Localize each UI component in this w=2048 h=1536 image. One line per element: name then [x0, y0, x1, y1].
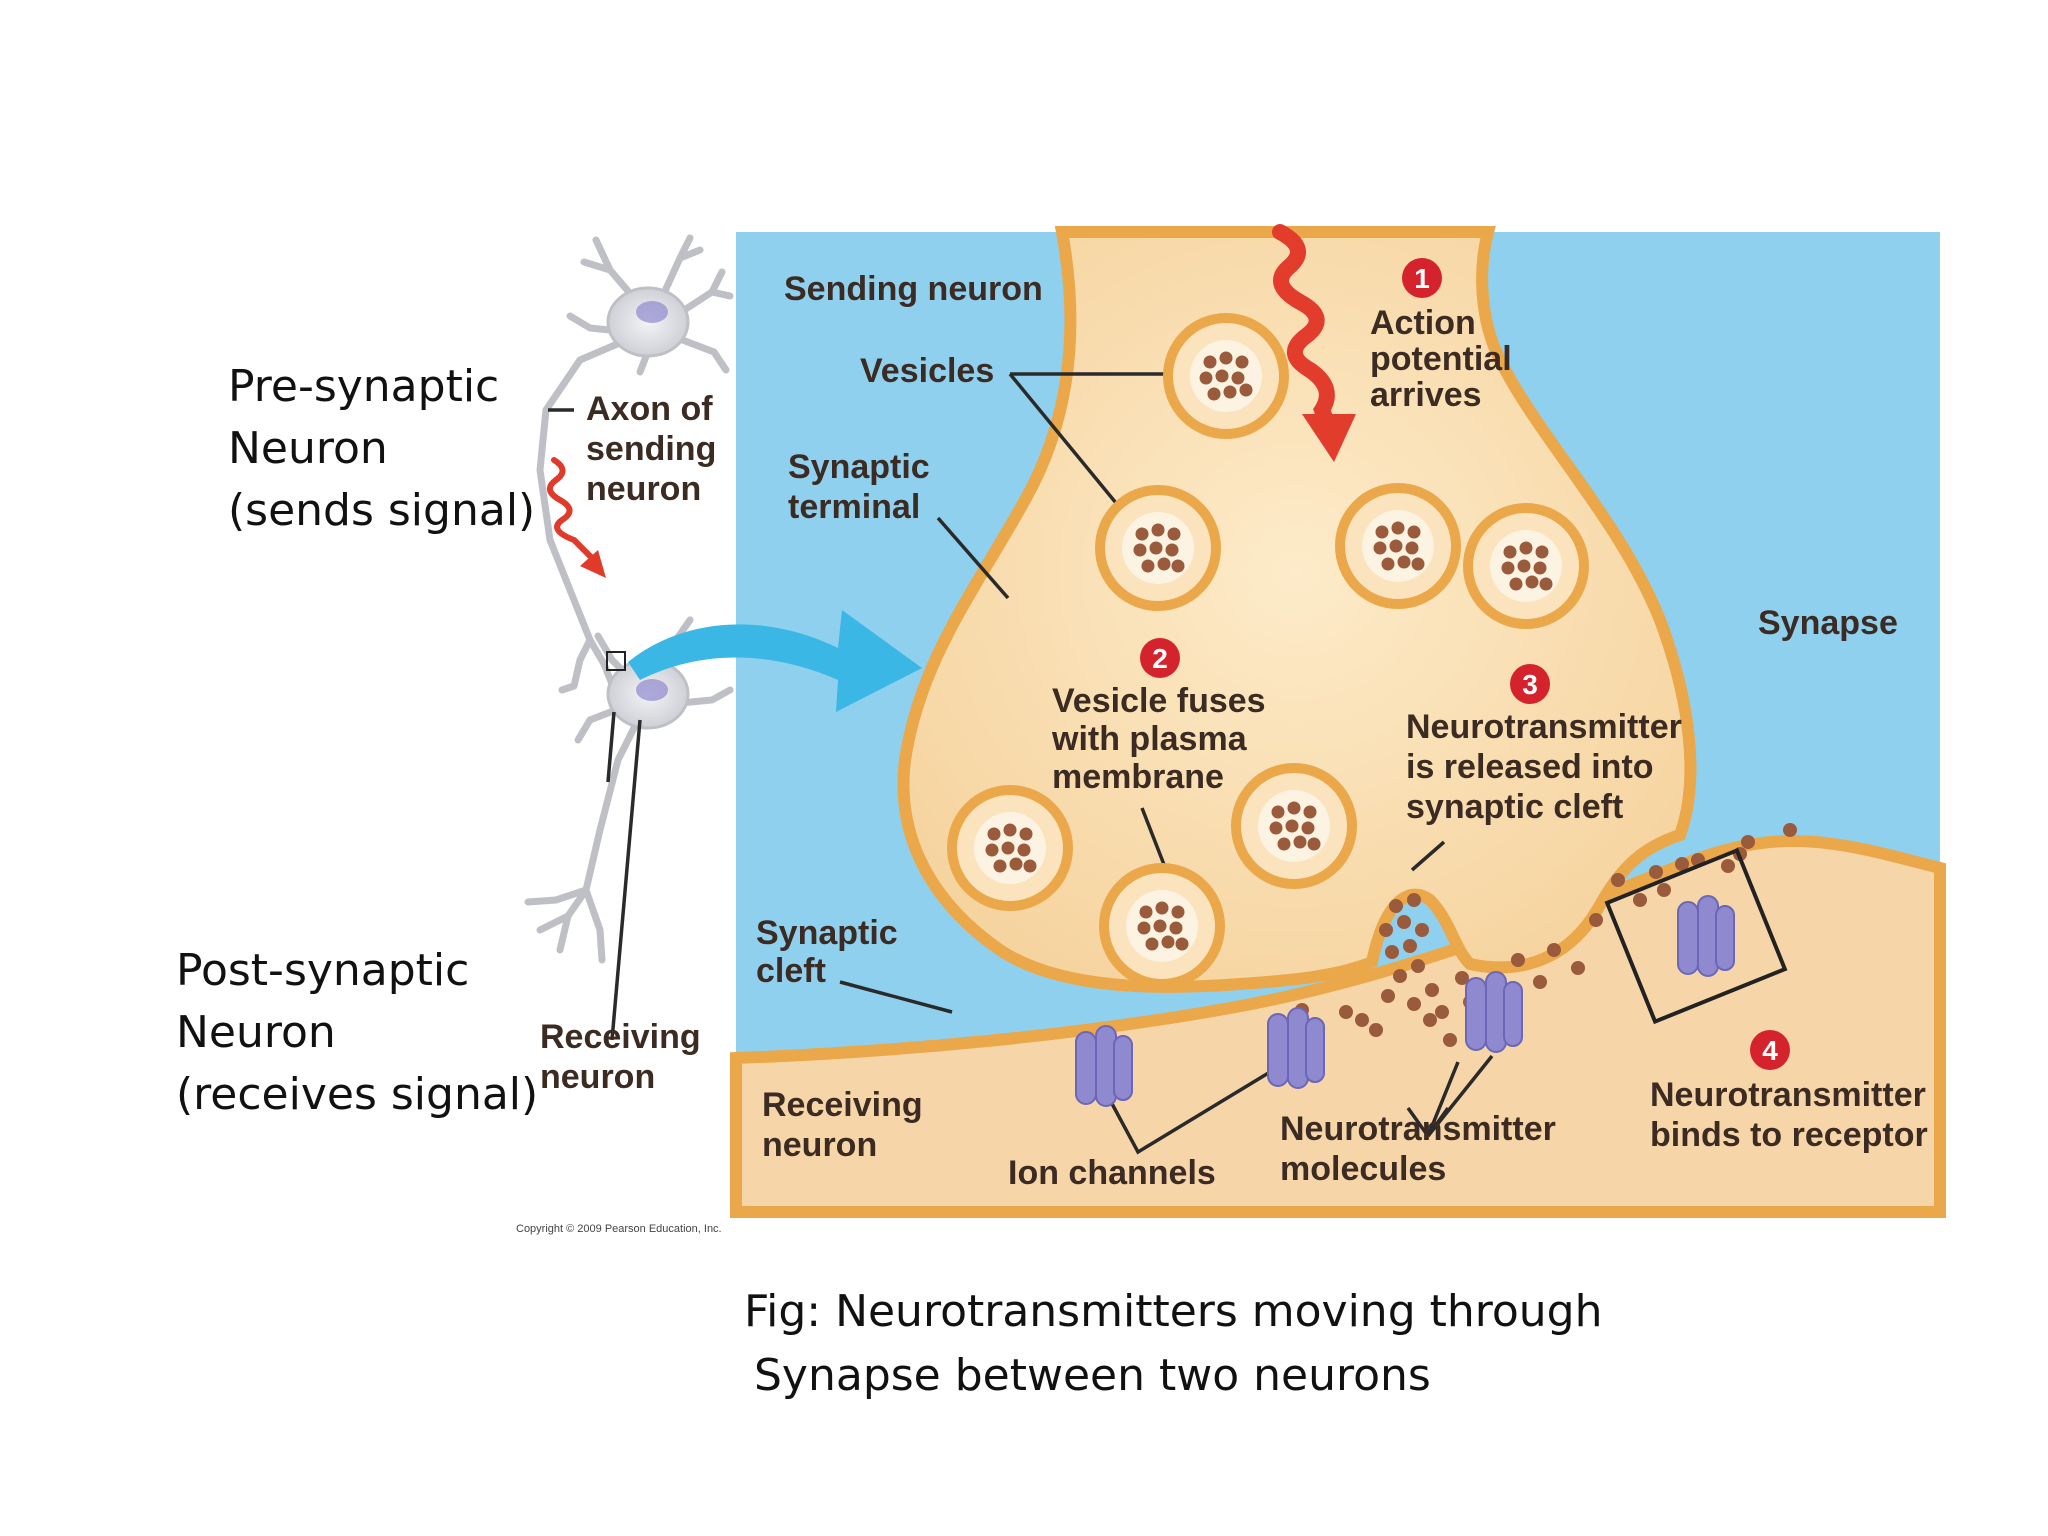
svg-text:3: 3	[1522, 669, 1538, 700]
label-step2-line1: Vesicle fuses	[1052, 682, 1266, 720]
label-synapse: Synapse	[1758, 604, 1898, 642]
step-3-marker: 3	[1510, 664, 1550, 704]
postsynaptic-label-line3: (receives signal)	[176, 1069, 539, 1120]
small-action-potential-arrow	[547, 457, 597, 563]
receptor-zoom-box	[1604, 847, 1788, 1025]
step-1-marker: 1	[1402, 258, 1442, 298]
postsynaptic-label-line2: Neuron	[176, 1007, 336, 1058]
svg-text:2: 2	[1152, 643, 1168, 674]
label-receiving-small-line2: neuron	[540, 1058, 655, 1096]
svg-text:1: 1	[1414, 263, 1430, 294]
label-axon-line1: Axon of	[586, 390, 713, 428]
postsynaptic-label-line1: Post-synaptic	[176, 945, 470, 996]
presynaptic-label-line2: Neuron	[228, 423, 388, 474]
presynaptic-label-line1: Pre-synaptic	[228, 361, 500, 412]
receptor-channels	[1075, 895, 1735, 1107]
presynaptic-neuron-label: Pre-synaptic Neuron (sends signal)	[228, 356, 535, 542]
neuron-illustration	[524, 234, 734, 964]
synaptic-terminal-shape	[897, 226, 1697, 993]
zoom-arrow	[628, 610, 922, 712]
label-step1-line2: potential	[1370, 340, 1512, 378]
label-step1-line1: Action	[1370, 304, 1476, 342]
copyright-notice: Copyright © 2009 Pearson Education, Inc.	[516, 1223, 722, 1235]
postsynaptic-membrane	[730, 835, 1946, 1218]
label-receiving-small-line1: Receiving	[540, 1018, 701, 1056]
step-markers: 1 2 3 4	[1140, 258, 1790, 1070]
label-synaptic-cleft-line1: Synaptic	[756, 914, 898, 952]
label-axon-line2: sending	[586, 430, 716, 468]
label-step3-line3: synaptic cleft	[1406, 788, 1623, 826]
label-receiving-neuron-line1: Receiving	[762, 1086, 923, 1124]
label-step3-line1: Neurotransmitter	[1406, 708, 1682, 746]
caption-line1: Fig: Neurotransmitters moving through	[744, 1286, 1603, 1337]
label-receiving-neuron-line2: neuron	[762, 1126, 877, 1164]
presynaptic-label-line3: (sends signal)	[228, 485, 536, 536]
label-ion-channels: Ion channels	[1008, 1154, 1216, 1192]
label-step4-line1: Neurotransmitter	[1650, 1076, 1926, 1114]
label-synaptic-cleft-line2: cleft	[756, 952, 826, 990]
label-axon-line3: neuron	[586, 470, 701, 508]
vesicle-contents	[985, 351, 1553, 951]
svg-text:4: 4	[1762, 1035, 1778, 1066]
label-nt-molecules-line1: Neurotransmitter	[1280, 1110, 1556, 1148]
label-step1-line3: arrives	[1370, 376, 1482, 414]
label-nt-molecules-line2: molecules	[1280, 1150, 1446, 1188]
label-step3-line2: is released into	[1406, 748, 1654, 786]
step-4-marker: 4	[1750, 1030, 1790, 1070]
label-step4-line2: binds to receptor	[1650, 1116, 1928, 1154]
caption-line2: Synapse between two neurons	[754, 1350, 1431, 1401]
label-step2-line3: membrane	[1052, 758, 1224, 796]
step-2-marker: 2	[1140, 638, 1180, 678]
postsynaptic-neuron-label: Post-synaptic Neuron (receives signal)	[176, 940, 538, 1126]
action-potential-arrow	[1272, 224, 1338, 438]
label-step2-line2: with plasma	[1051, 720, 1248, 758]
label-synaptic-terminal-line1: Synaptic	[788, 448, 930, 486]
label-sending-neuron: Sending neuron	[784, 270, 1043, 308]
label-vesicles: Vesicles	[860, 352, 994, 390]
label-synaptic-terminal-line2: terminal	[788, 488, 920, 526]
figure-labels: Axon of sending neuron Receiving neuron …	[516, 270, 1928, 1235]
figure-caption: Fig: Neurotransmitters moving through Sy…	[744, 1280, 1603, 1408]
